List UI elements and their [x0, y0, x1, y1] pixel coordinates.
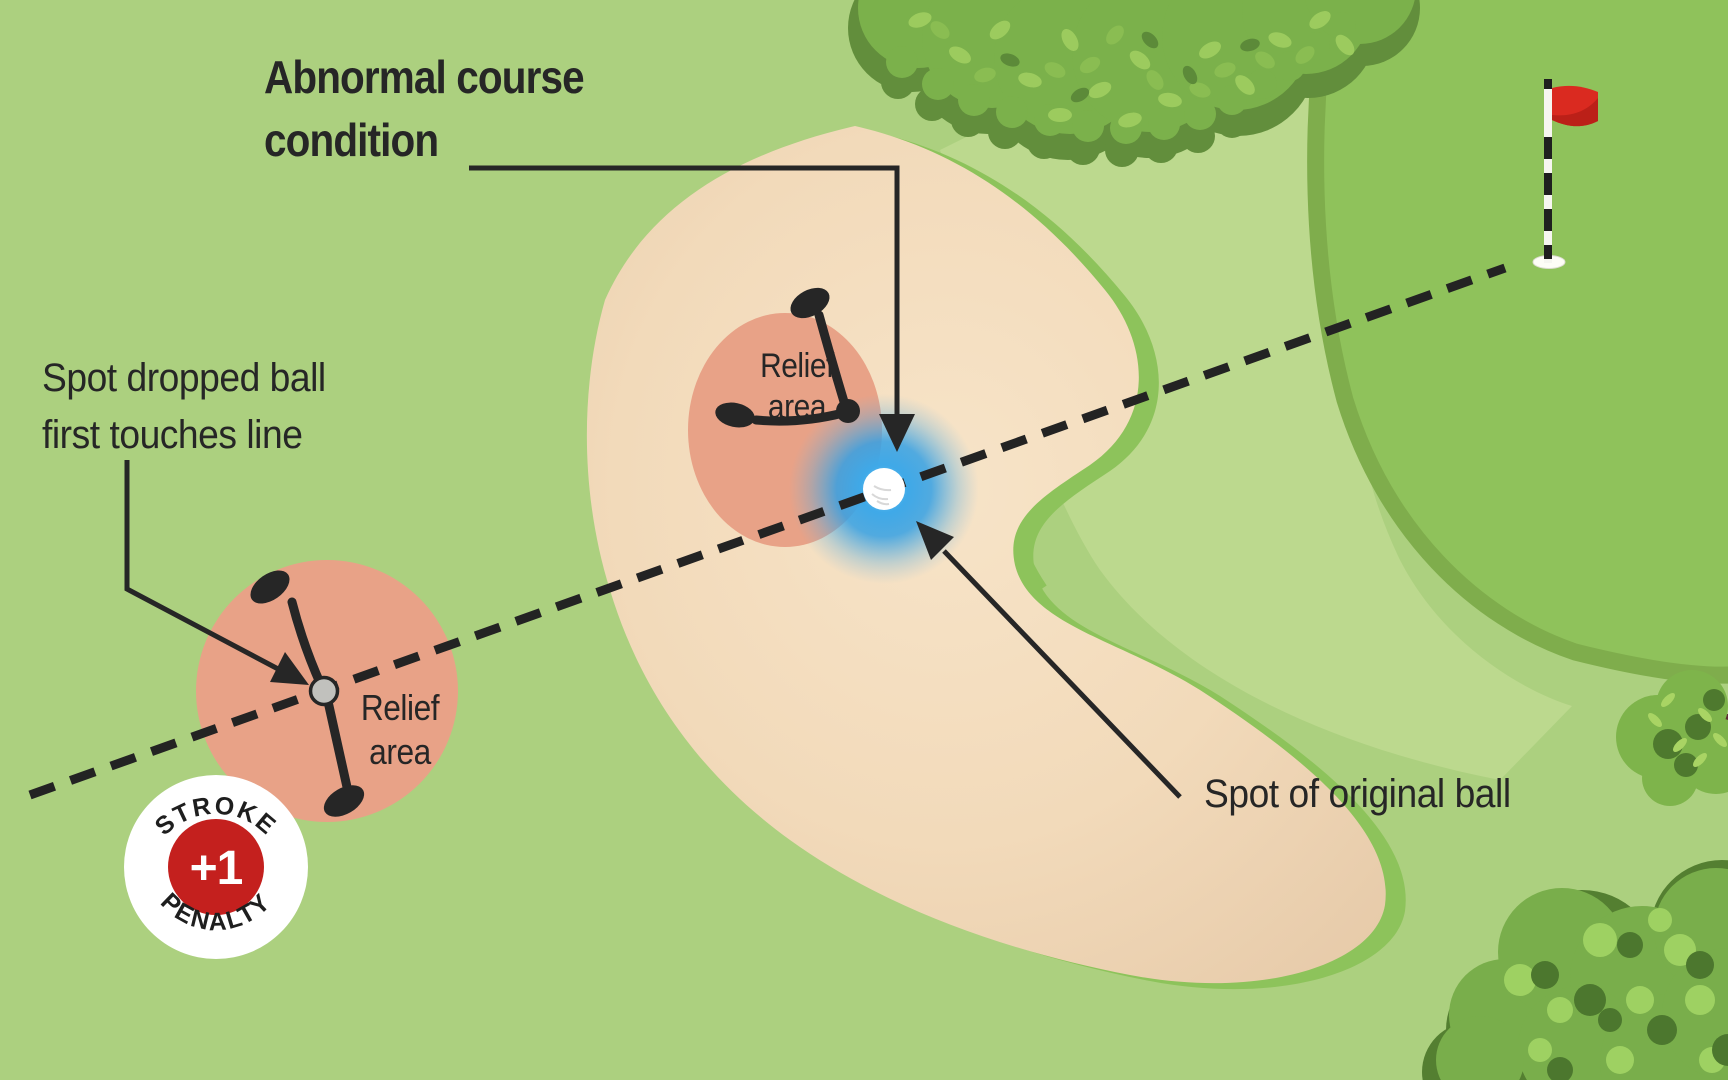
light-rough-strip [940, 0, 1572, 780]
penalty-badge: STROKE PENALTY +1 [124, 775, 308, 959]
flag-shade [1552, 98, 1598, 127]
golf-flagstick-icon [1532, 79, 1598, 269]
putting-green [1315, 0, 1728, 676]
badge-plus-one-text: +1 [190, 842, 243, 895]
trees-top [848, 0, 1420, 167]
original-callout-arrowhead [916, 521, 954, 560]
diagram-title-line1: Abnormal course [264, 51, 585, 103]
drop-spot-label-line1: Spot dropped ball [42, 356, 326, 400]
bush-right [1616, 670, 1728, 806]
title-callout-arrowhead [879, 414, 915, 452]
diagram-title: Abnormal course condition [264, 46, 585, 172]
drop-spot-label-line2: first touches line [42, 413, 303, 457]
putting-green-edge [1307, 0, 1728, 684]
original-ball-spot-label: Spot of original ball [1204, 772, 1511, 816]
golf-ball-icon [863, 468, 905, 510]
tree-bottom-right [1422, 860, 1728, 1080]
golf-club-markers-center [715, 287, 850, 428]
golf-club-markers-left [250, 570, 365, 817]
callout-arrows [124, 165, 1182, 799]
diagram-title-line2: condition [264, 114, 439, 166]
reference-point-icon [836, 399, 860, 423]
drop-spot-label: Spot dropped ball first touches line [42, 350, 326, 464]
relief-area-center-label: Relief area [760, 347, 834, 426]
relief-area-left-label: Relief area [360, 687, 440, 772]
dropped-ball-spot-icon [308, 675, 340, 707]
ball-to-hole-dashed-line [28, 263, 1507, 800]
penalty-badge-red-circle [168, 819, 264, 915]
title-callout-line [469, 165, 900, 416]
drop-callout-line [124, 460, 282, 673]
original-callout-line [942, 549, 1182, 799]
drop-callout-arrowhead [270, 652, 309, 685]
